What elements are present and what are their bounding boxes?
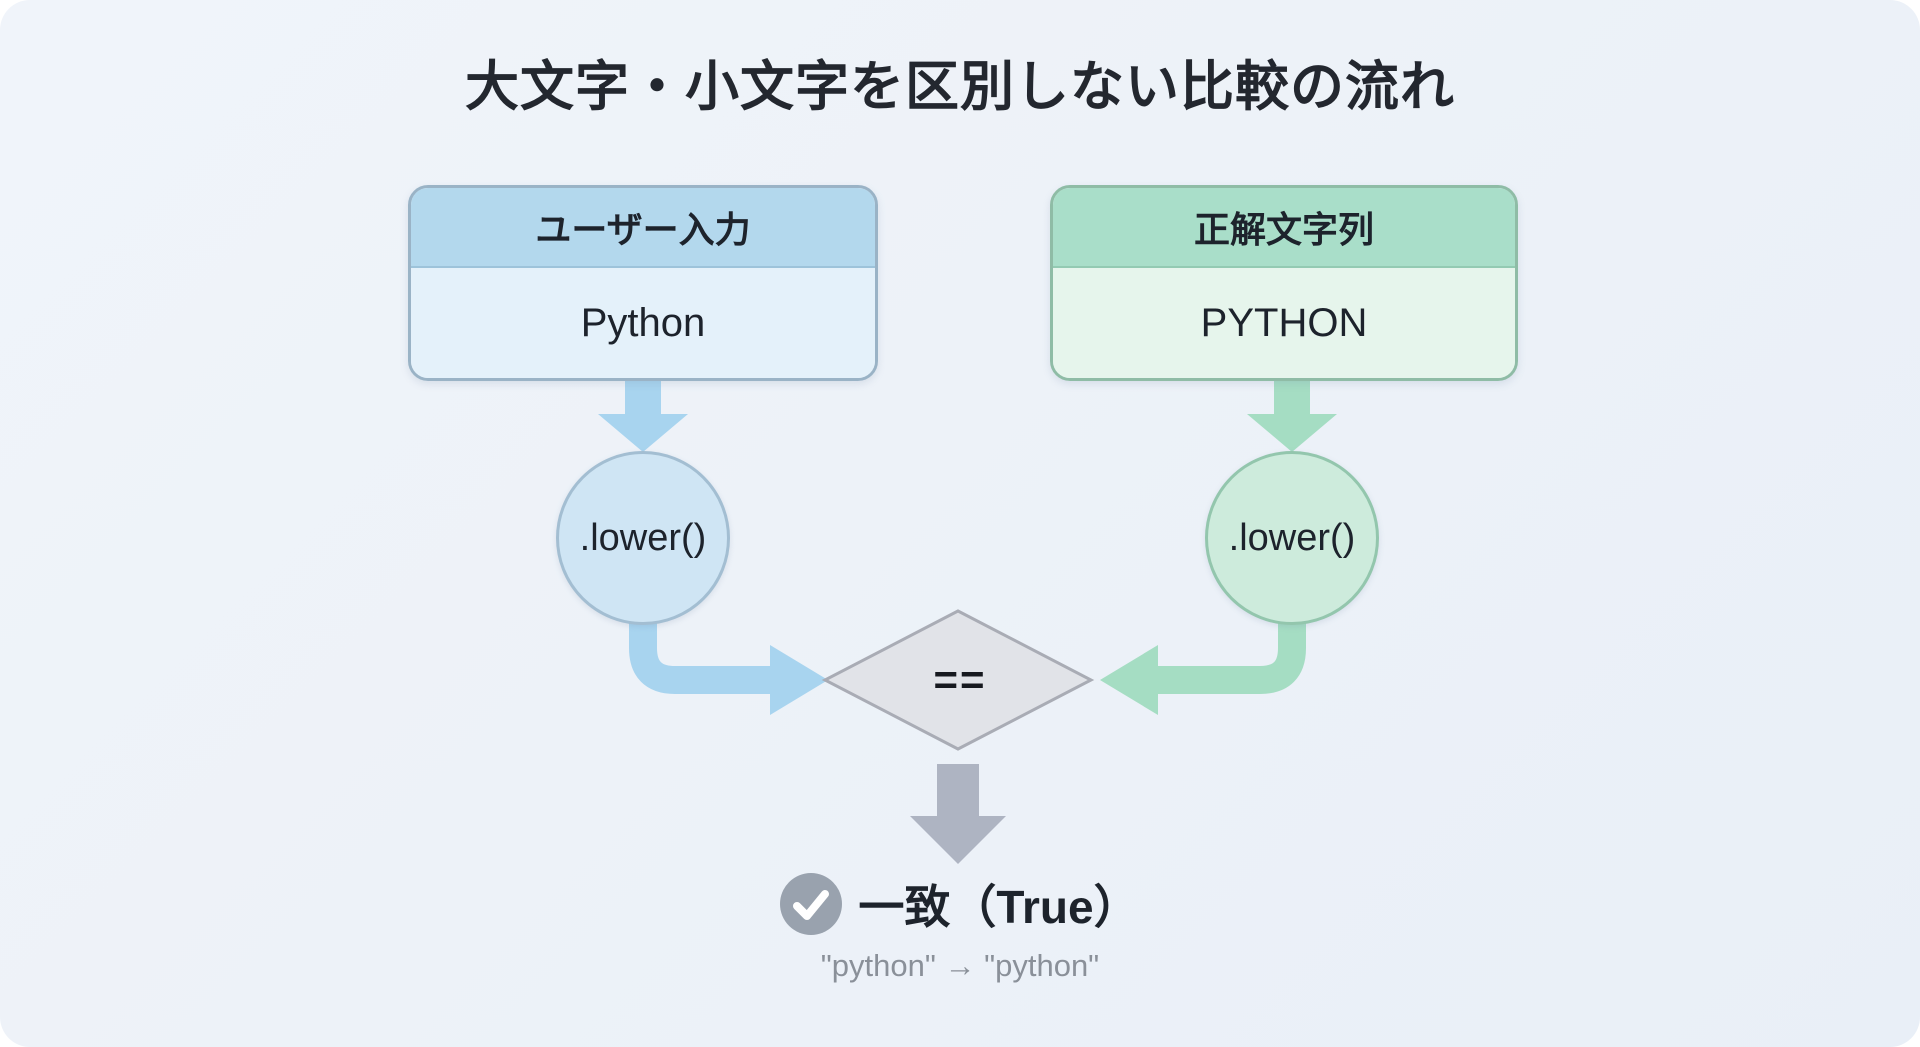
result-label: 一致（True） <box>858 881 1140 933</box>
user-input-value: Python <box>411 268 875 378</box>
elbow-connector-green-icon <box>1100 608 1306 715</box>
answer-string-card: 正解文字列 PYTHON <box>1050 185 1518 381</box>
elbow-connector-blue-icon <box>629 608 828 715</box>
comparison-diamond <box>821 609 1095 751</box>
result-row: 一致（True） <box>0 872 1920 936</box>
check-icon <box>780 873 843 935</box>
lower-operation-left: .lower() <box>556 451 730 625</box>
arrow-down-blue-icon <box>598 379 688 452</box>
diagram-title: 大文字・小文字を区別しない比較の流れ <box>465 57 1455 117</box>
equality-operator: == <box>933 656 987 703</box>
result-detail: "python" → "python" <box>820 948 1100 983</box>
user-input-card-header: ユーザー入力 <box>411 188 875 268</box>
answer-string-value: PYTHON <box>1053 268 1515 378</box>
user-input-card: ユーザー入力 Python <box>408 185 878 381</box>
arrow-down-gray-icon <box>910 764 1006 864</box>
lower-operation-right: .lower() <box>1205 451 1379 625</box>
answer-string-card-header: 正解文字列 <box>1053 188 1515 268</box>
arrow-down-green-icon <box>1247 379 1337 452</box>
